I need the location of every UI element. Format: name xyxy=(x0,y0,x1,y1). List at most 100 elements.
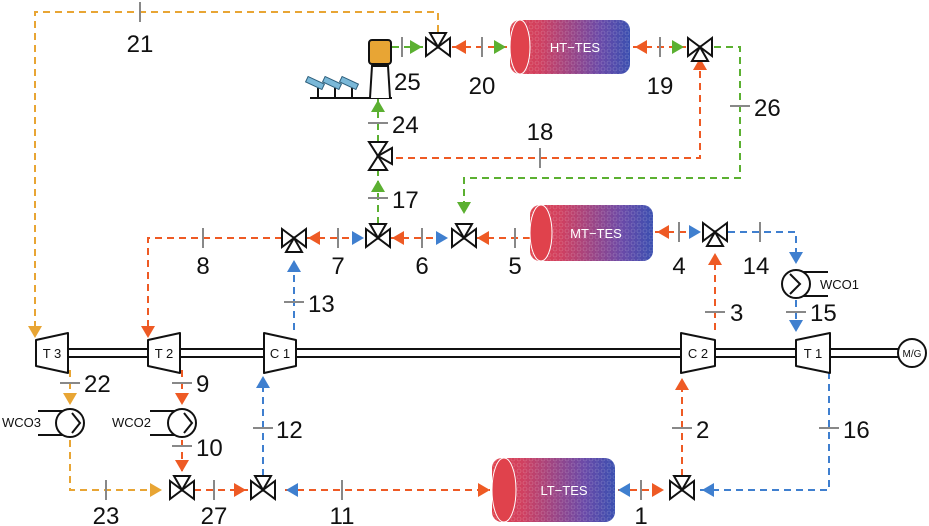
arrow-right-icon xyxy=(150,483,162,497)
pipe-8 xyxy=(147,237,282,328)
c2-label: C 2 xyxy=(688,346,708,361)
arrow-down-icon xyxy=(175,460,189,472)
valve-19[interactable] xyxy=(687,37,713,62)
arrow-down-icon xyxy=(789,252,803,264)
cooler-wco3[interactable]: WCO3 xyxy=(2,408,85,438)
turbine-t3[interactable]: T 3 xyxy=(35,332,69,374)
state-21: 21 xyxy=(127,31,154,58)
arrow-down-icon xyxy=(457,202,471,214)
valve-5[interactable] xyxy=(451,223,477,248)
ht-tes-tank: HT−TES xyxy=(509,19,630,75)
arrow-down-icon xyxy=(28,326,42,338)
compressor-c1[interactable]: C 1 xyxy=(263,332,297,374)
arrow-up-icon xyxy=(256,376,270,388)
heliostat-icon xyxy=(304,75,360,98)
state-7: 7 xyxy=(331,253,344,280)
pipe-18 xyxy=(396,60,701,159)
arrow-left-icon xyxy=(635,40,647,54)
pipe-21 xyxy=(34,11,439,328)
arrow-right-icon xyxy=(689,225,701,239)
valve-8[interactable] xyxy=(281,228,307,253)
pipe-26 xyxy=(463,46,741,212)
turbine-t1[interactable]: T 1 xyxy=(795,332,831,374)
c1-label: C 1 xyxy=(270,346,290,361)
arrow-left-icon xyxy=(308,231,320,245)
arrow-left-icon xyxy=(618,483,630,497)
state-14: 14 xyxy=(743,253,770,280)
wco3-label: WCO3 xyxy=(2,415,41,430)
arrow-right-icon xyxy=(352,231,364,245)
state-10: 10 xyxy=(196,435,223,462)
arrow-left-icon xyxy=(477,231,489,245)
solar-tower xyxy=(304,39,392,99)
arrow-right-icon xyxy=(672,40,684,54)
state-19: 19 xyxy=(647,73,674,100)
state-9: 9 xyxy=(196,371,209,398)
state-13: 13 xyxy=(308,291,335,318)
mg-label: M/G xyxy=(903,349,922,360)
state-4: 4 xyxy=(672,253,685,280)
arrow-down-icon xyxy=(175,393,189,405)
valve-25[interactable] xyxy=(425,32,451,57)
arrow-right-icon xyxy=(494,40,506,54)
compressor-c2[interactable]: C 2 xyxy=(680,332,716,374)
valve-24[interactable] xyxy=(367,141,393,171)
state-labels: 21 22 23 9 10 27 11 12 13 8 7 6 5 17 24 … xyxy=(84,31,870,526)
valve-11[interactable] xyxy=(250,475,276,500)
lt-tes-label: LT−TES xyxy=(540,483,587,498)
ht-tes-label: HT−TES xyxy=(550,40,601,55)
mt-tes-label: MT−TES xyxy=(570,226,622,241)
arrow-up-icon xyxy=(371,100,385,112)
wco1-label: WCO1 xyxy=(820,277,859,292)
t1-label: T 1 xyxy=(804,346,823,361)
state-11: 11 xyxy=(330,503,355,526)
state-15: 15 xyxy=(810,300,837,327)
state-27: 27 xyxy=(201,503,228,526)
valve-27[interactable] xyxy=(169,475,195,500)
valve-6[interactable] xyxy=(365,223,391,248)
cooler-wco1[interactable]: WCO1 xyxy=(781,269,859,299)
arrow-right-icon xyxy=(234,483,246,497)
arrow-right-icon xyxy=(478,483,490,497)
arrow-up-icon xyxy=(371,180,385,192)
state-ticks xyxy=(60,2,839,500)
cooler-wco2[interactable]: WCO2 xyxy=(112,408,197,438)
arrow-down-icon xyxy=(141,326,155,338)
flow-arrows xyxy=(28,40,803,497)
arrow-up-icon xyxy=(693,58,707,70)
state-17: 17 xyxy=(392,187,419,214)
state-1: 1 xyxy=(634,503,647,526)
arrow-left-icon xyxy=(657,225,669,239)
state-3: 3 xyxy=(730,300,743,327)
arrow-left-icon xyxy=(702,483,714,497)
state-18: 18 xyxy=(527,119,554,146)
arrow-left-icon xyxy=(454,40,466,54)
valve-4[interactable] xyxy=(702,222,728,247)
lt-tes-tank: LT−TES xyxy=(491,457,615,523)
arrow-down-icon xyxy=(63,393,77,405)
arrow-up-icon xyxy=(675,378,689,390)
state-20: 20 xyxy=(469,73,496,100)
state-26: 26 xyxy=(754,95,781,122)
state-23: 23 xyxy=(93,503,120,526)
state-22: 22 xyxy=(84,371,111,398)
arrow-down-icon xyxy=(789,320,803,332)
pipe-16 xyxy=(700,372,830,491)
turbine-t2[interactable]: T 2 xyxy=(147,332,181,374)
wco2-label: WCO2 xyxy=(112,415,151,430)
motor-generator[interactable]: M/G xyxy=(897,338,927,368)
state-12: 12 xyxy=(276,417,303,444)
arrow-left-icon xyxy=(286,483,298,497)
state-16: 16 xyxy=(843,417,870,444)
t2-label: T 2 xyxy=(155,346,174,361)
arrow-left-icon xyxy=(392,231,404,245)
state-24: 24 xyxy=(392,112,419,139)
valve-1[interactable] xyxy=(669,475,695,500)
arrow-up-icon xyxy=(708,253,722,265)
state-25: 25 xyxy=(394,69,421,96)
arrow-up-icon xyxy=(287,260,301,272)
arrow-right-icon xyxy=(436,231,448,245)
state-6: 6 xyxy=(415,253,428,280)
state-8: 8 xyxy=(196,253,209,280)
